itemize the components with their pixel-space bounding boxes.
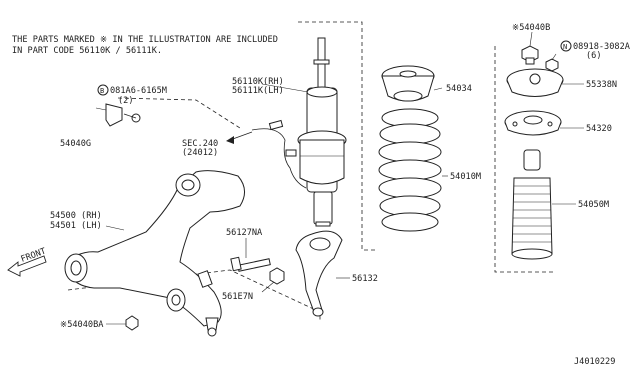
callout-54040g: 54040G (60, 139, 91, 149)
callout-56111k: 56111K(LH) (232, 86, 284, 96)
callout-54010m: 54010M (450, 172, 481, 182)
callout-54040b: ※54040B (512, 23, 550, 33)
callout-sec-240: SEC.240 (182, 139, 218, 149)
bracket-54040g[interactable] (105, 103, 141, 127)
fork-56132[interactable] (295, 230, 343, 317)
leader-56110k (261, 83, 309, 93)
strut-assembly[interactable] (297, 37, 347, 227)
leader-08918 (551, 53, 557, 61)
knuckle-guide-line (117, 97, 241, 129)
arm-guide-line (67, 269, 321, 322)
boot-54050m[interactable] (511, 149, 553, 260)
upper-seat-54034[interactable] (381, 65, 435, 102)
nut-54040ba[interactable] (125, 315, 139, 331)
leader-54034 (433, 87, 443, 91)
callout-54500: 54500 (RH) (50, 211, 102, 221)
insulator-55338n[interactable] (506, 68, 564, 97)
callout-55338n: 55338N (586, 80, 617, 90)
sec-arrow-head (226, 136, 234, 144)
diagram-id: J4010229 (574, 357, 615, 367)
bearing-54320[interactable] (504, 110, 562, 136)
coil-spring-54010m[interactable] (378, 108, 442, 232)
nut-08918[interactable] (545, 58, 559, 72)
nut-n-icon (560, 40, 572, 52)
callout-sec-sub: (24012) (182, 148, 218, 158)
leader-54500 (105, 225, 125, 231)
note-line-2: IN PART CODE 56110K / 56111K. (12, 46, 162, 56)
leader-54040g (95, 107, 107, 111)
bolt-56127na[interactable] (230, 256, 271, 272)
callout-56132: 56132 (352, 274, 378, 284)
bolt-b-icon (97, 84, 109, 96)
nut-54040b[interactable] (521, 45, 539, 65)
callout-54040ba: ※54040BA (60, 320, 104, 330)
callout-56127na: 56127NA (226, 228, 263, 238)
mount-bracket-line (494, 46, 555, 273)
callout-54320: 54320 (586, 124, 612, 134)
callout-561e7n: 561E7N (222, 292, 253, 302)
strut-bracket-line (298, 21, 378, 251)
bolt-b-glyph: B (100, 87, 104, 95)
callout-08918: 08918-3082A (573, 42, 631, 52)
leader-561e7n (261, 281, 275, 293)
callout-08918-qty: (6) (586, 51, 602, 61)
sensor-wire[interactable] (251, 119, 307, 189)
leader-54040b (529, 31, 533, 47)
nut-561e7n[interactable] (269, 267, 285, 285)
lower-arm-54500[interactable] (64, 170, 245, 337)
callout-54034: 54034 (446, 84, 472, 94)
nut-n-glyph: N (563, 43, 567, 51)
note-line-1: THE PARTS MARKED ※ IN THE ILLUSTRATION A… (12, 35, 278, 45)
callout-54050m: 54050M (578, 200, 609, 210)
callout-56110k: 56110K(RH) (232, 77, 284, 87)
callout-081a6: 081A6-6165M (110, 86, 167, 96)
callout-54501: 54501 (LH) (50, 221, 102, 231)
front-arrow-icon (7, 255, 47, 277)
callout-081a6-qty: (2) (118, 96, 134, 106)
